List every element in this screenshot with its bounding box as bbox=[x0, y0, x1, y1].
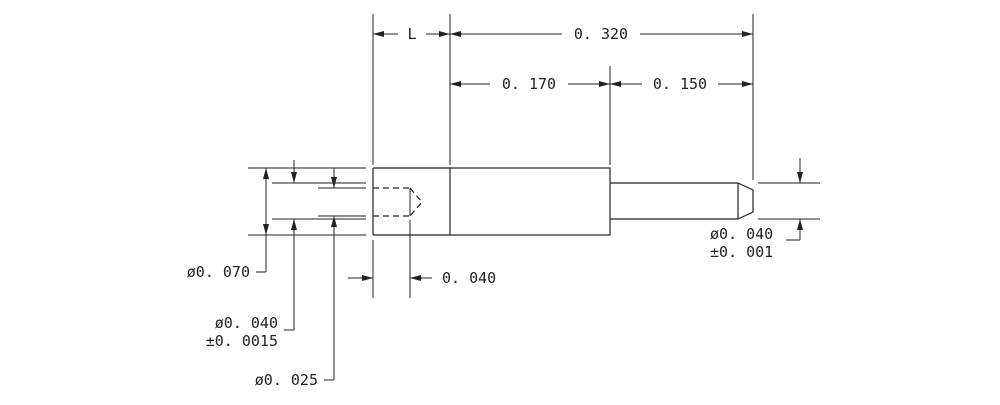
dim-hole-label: ø0. 025 bbox=[255, 371, 318, 389]
dim-cup-label: ø0. 040 bbox=[215, 314, 278, 332]
dim-tail-arrow-top bbox=[797, 172, 803, 183]
extension-lines bbox=[248, 14, 820, 298]
dim-tail-label: ø0. 040 bbox=[710, 225, 773, 243]
dim-170-arrow-right bbox=[599, 81, 610, 87]
dimension-hole-diameter: ø0. 025 bbox=[255, 168, 337, 389]
dim-150-arrow-right bbox=[742, 81, 753, 87]
dim-320-arrow-left bbox=[450, 31, 461, 37]
dim-150-label: 0. 150 bbox=[653, 75, 707, 93]
dim-170-label: 0. 170 bbox=[502, 75, 556, 93]
dimension-cup-depth: 0. 040 bbox=[348, 269, 496, 287]
dim-320-arrow-right bbox=[742, 31, 753, 37]
dimension-length-l: L bbox=[373, 25, 450, 43]
dim-depth-label: 0. 040 bbox=[442, 269, 496, 287]
dim-depth-arrow-left bbox=[362, 275, 373, 281]
dim-cup-arrow-bottom bbox=[291, 219, 297, 230]
dim-depth-arrow-right bbox=[410, 275, 421, 281]
hole-drill-point-hidden bbox=[409, 187, 423, 217]
dim-l-arrow-right bbox=[439, 31, 450, 37]
dim-hole-arrow-top bbox=[331, 177, 337, 188]
dim-tail-arrow-bottom bbox=[797, 219, 803, 230]
dimension-overall-length: 0. 320 bbox=[450, 25, 753, 43]
dim-cup-tolerance: ±0. 0015 bbox=[206, 332, 278, 350]
dimension-body-length: 0. 170 bbox=[450, 75, 610, 93]
dim-070-label: ø0. 070 bbox=[187, 263, 250, 281]
tail-chamfer bbox=[737, 182, 754, 220]
dimension-tail-length: 0. 150 bbox=[610, 75, 753, 93]
part-outline bbox=[372, 167, 754, 236]
dim-170-arrow-left bbox=[450, 81, 461, 87]
dimension-body-diameter: ø0. 070 bbox=[187, 168, 269, 281]
dim-070-arrow-bottom bbox=[263, 224, 269, 235]
dim-hole-arrow-bottom bbox=[331, 216, 337, 227]
dim-tail-tolerance: ±0. 001 bbox=[710, 243, 773, 261]
dimension-tail-diameter: ø0. 040 ±0. 001 bbox=[710, 158, 803, 261]
dimension-cup-diameter: ø0. 040 ±0. 0015 bbox=[206, 160, 297, 350]
dim-l-label: L bbox=[407, 25, 416, 43]
body-rectangle bbox=[449, 167, 611, 236]
dim-l-arrow-left bbox=[373, 31, 384, 37]
dim-070-arrow-top bbox=[263, 168, 269, 179]
dim-320-label: 0. 320 bbox=[574, 25, 628, 43]
dim-cup-arrow-top bbox=[291, 172, 297, 183]
dim-150-arrow-left bbox=[610, 81, 621, 87]
